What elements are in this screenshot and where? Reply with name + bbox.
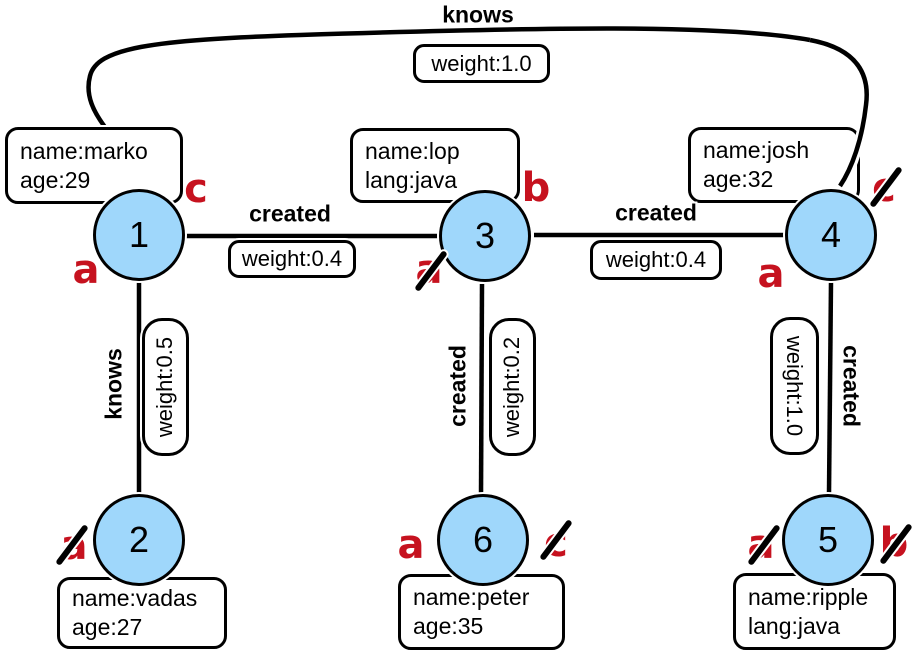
edge-label-created-4-3: created — [615, 199, 697, 226]
weight-label: weight:0.4 — [605, 247, 707, 272]
edge-label-created-6-3: created — [444, 345, 471, 427]
edge-label-created-4-5: created — [838, 345, 865, 427]
step-mark-b-vertex-3: b — [521, 165, 551, 211]
edge-label-created-1-3: created — [249, 200, 331, 227]
step-mark-a-vertex-1: a — [72, 247, 100, 293]
prop-line: lang:java — [748, 612, 841, 639]
vertex-id: 3 — [474, 215, 496, 256]
step-mark-a-vertex-6: a — [397, 522, 425, 568]
step-mark-a-vertex-4: a — [757, 251, 785, 297]
weight-label: weight:1.0 — [431, 50, 532, 76]
prop-line: name:josh — [703, 137, 810, 163]
weight-box-created-4-5: weight:1.0 — [770, 317, 819, 455]
prop-line: lang:java — [365, 166, 458, 193]
prop-line: name:marko — [20, 137, 148, 164]
prop-line: name:lop — [365, 137, 460, 164]
prop-line: name:ripple — [748, 583, 869, 610]
edge-label-knows-1-2: knows — [100, 348, 127, 420]
vertex-6: 6 — [437, 494, 529, 586]
vertex-1: 1 — [93, 189, 185, 281]
weight-box-knows-1-4: weight:1.0 — [413, 44, 550, 83]
weight-box-knows-1-2: weight:0.5 — [142, 318, 189, 456]
prop-line: name:peter — [413, 584, 530, 610]
prop-line: age:35 — [413, 613, 484, 639]
vertex-id: 2 — [128, 519, 150, 560]
edge-created-6-3 — [478, 283, 485, 497]
props-box-josh: name:josh age:32 — [688, 127, 860, 203]
edge-knows-1-4-body — [86, 26, 811, 133]
props-box-peter: name:peter age:35 — [398, 574, 565, 650]
weight-box-created-4-3: weight:0.4 — [590, 240, 722, 280]
weight-label: weight:0.4 — [241, 246, 343, 271]
props-box-ripple: name:ripple lang:java — [733, 573, 896, 650]
vertex-id: 4 — [820, 214, 842, 255]
props-box-lop: name:lop lang:java — [350, 128, 520, 203]
weight-box-created-6-3: weight:0.2 — [489, 318, 536, 456]
prop-line: age:29 — [20, 166, 91, 193]
vertex-id: 1 — [128, 214, 150, 255]
edge-label-knows-1-4: knows — [442, 1, 514, 28]
edge-knows-1-4-head — [809, 37, 869, 188]
prop-line: name:vadas — [72, 585, 198, 611]
weight-box-created-1-3: weight:0.4 — [228, 240, 356, 278]
props-box-vadas: name:vadas age:27 — [57, 577, 227, 649]
vertex-id: 5 — [817, 519, 839, 560]
vertex-4: 4 — [785, 189, 877, 281]
step-mark-c-vertex-1: c — [184, 166, 208, 212]
edge-created-4-5 — [826, 281, 834, 494]
prop-line: age:32 — [703, 166, 774, 192]
vertex-id: 6 — [472, 519, 494, 560]
prop-line: age:27 — [72, 614, 143, 640]
vertex-5: 5 — [782, 494, 874, 586]
vertex-3: 3 — [439, 190, 531, 282]
vertex-2: 2 — [93, 494, 185, 586]
